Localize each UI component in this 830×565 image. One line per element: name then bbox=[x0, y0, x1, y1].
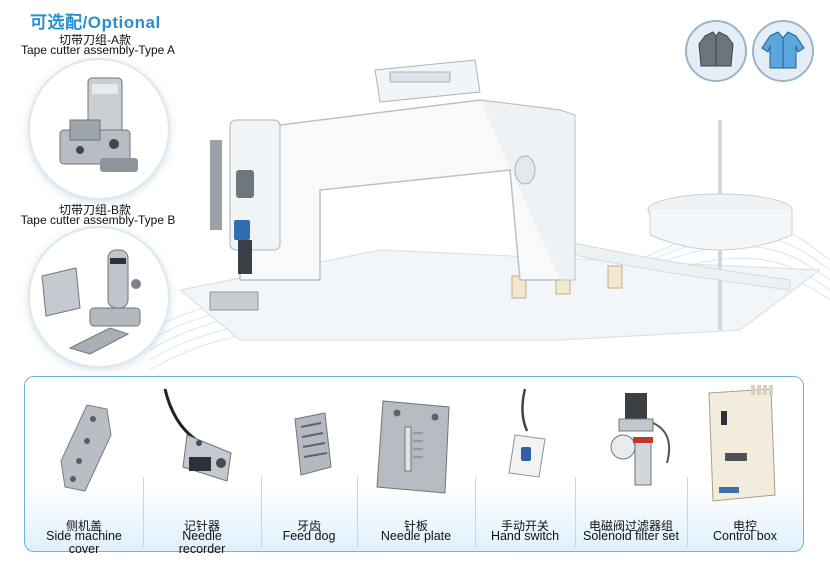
solenoid-filter-icon bbox=[610, 393, 671, 486]
accessory-label-en: Solenoid filter set bbox=[583, 529, 679, 543]
hand-switch-icon bbox=[508, 388, 546, 478]
divider bbox=[475, 477, 476, 547]
divider bbox=[143, 477, 144, 547]
accessory-needle-plate: 针板 Needle plate bbox=[357, 377, 475, 553]
divider bbox=[687, 477, 688, 547]
needle-plate-icon bbox=[376, 400, 450, 494]
accessory-label-cn: 电控 bbox=[732, 519, 757, 533]
accessory-feed-dog: 牙齿 Feed dog bbox=[261, 377, 357, 553]
side-machine-cover-icon bbox=[60, 404, 112, 492]
option-a-title-cn: 切带刀组-A款 bbox=[58, 33, 131, 47]
feed-dog-icon bbox=[294, 412, 332, 476]
tape-cutter-b-icon bbox=[41, 249, 141, 355]
jacket-icon bbox=[685, 20, 747, 82]
needle-recorder-icon bbox=[163, 388, 232, 482]
accessory-label-en: Hand switch bbox=[490, 529, 560, 543]
option-a-title-en: Tape cutter assembly-Type A bbox=[20, 43, 176, 57]
accessory-label-cn: 牙齿 bbox=[296, 519, 321, 533]
accessory-label-en: Needle plate bbox=[380, 529, 452, 543]
accessory-label-cn: 侧机盖 bbox=[65, 519, 102, 533]
control-box-icon bbox=[708, 385, 776, 502]
page-title: 可选配/Optional bbox=[30, 13, 161, 32]
divider bbox=[357, 477, 358, 547]
tape-cutter-a-icon bbox=[59, 77, 138, 172]
accessory-label-en: Control box bbox=[713, 529, 777, 543]
sewing-machine-illustration bbox=[180, 59, 820, 341]
accessory-label-cn: 电磁阀过滤器组 bbox=[588, 519, 673, 533]
accessory-label-cn: 手动开关 bbox=[500, 519, 549, 533]
accessory-solenoid-filter-set: 电磁阀过滤器组 Solenoid filter set bbox=[575, 377, 687, 553]
accessory-label-cn: 记针器 bbox=[183, 519, 220, 533]
tape-cutter-a-image bbox=[30, 60, 168, 198]
tape-cutter-b-image bbox=[30, 228, 168, 366]
accessory-label-en: Feed dog bbox=[282, 529, 336, 543]
divider bbox=[575, 477, 576, 547]
accessory-hand-switch: 手动开关 Hand switch bbox=[475, 377, 575, 553]
shirt-icon bbox=[752, 20, 814, 82]
accessory-control-box: 电控 Control box bbox=[687, 377, 803, 553]
option-b-title-cn: 切带刀组-B款 bbox=[58, 203, 131, 217]
option-b-title-en: Tape cutter assembly-Type B bbox=[20, 213, 176, 227]
divider bbox=[261, 477, 262, 547]
accessory-label-cn: 针板 bbox=[403, 519, 428, 533]
